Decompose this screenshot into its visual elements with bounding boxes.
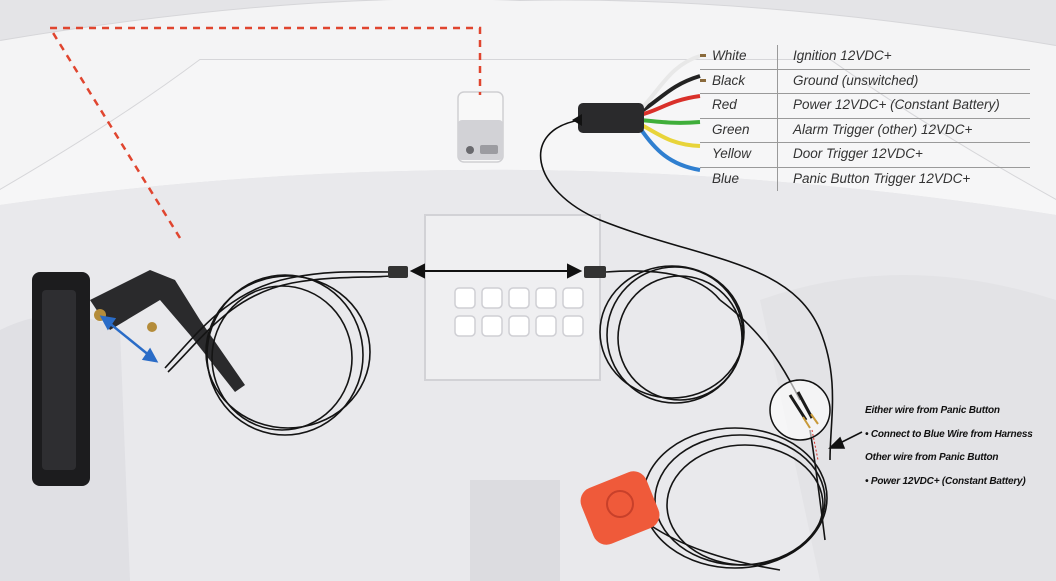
panic-note-line-1: Either wire from Panic Button [865,405,1000,416]
column-divider [777,167,778,191]
wire-ends-callout [769,379,831,461]
column-divider [777,143,778,167]
wire-row-white: White Ignition 12VDC+ [700,45,1030,70]
antenna-dashed-wire [47,26,482,239]
blue-double-arrow [99,315,159,363]
wire-function-label: Power 12VDC+ (Constant Battery) [793,97,1000,112]
harness-cable [539,119,834,461]
wire-function-label: Alarm Trigger (other) 12VDC+ [793,121,973,137]
wire-row-black: Black Ground (unswitched) [700,69,1030,94]
wire-row-blue: Blue Panic Button Trigger 12VDC+ [700,167,1030,191]
wire-color-label: White [712,48,747,63]
column-divider [777,94,778,118]
wire-function-label: Ignition 12VDC+ [793,48,892,63]
wiring-harness [578,54,701,172]
wire-color-label: Green [712,121,750,137]
harness-cable-arrowhead [572,114,582,126]
wire-row-green: Green Alarm Trigger (other) 12VDC+ [700,118,1030,143]
panic-button-cable-coil [642,427,828,571]
wire-function-label: Door Trigger 12VDC+ [793,146,923,161]
mirror-module [457,91,504,163]
column-divider [777,69,778,93]
wire-color-label: Blue [712,170,740,186]
wire-color-label: Red [712,97,737,112]
infotainment-icons [454,287,584,337]
left-connector [388,266,408,278]
column-divider [777,118,778,142]
left-cable-coil [164,270,393,436]
wire-function-label: Panic Button Trigger 12VDC+ [793,170,971,186]
column-divider [777,45,778,69]
panic-note-line-4: • Power 12VDC+ (Constant Battery) [865,476,1026,487]
panic-note-line-2: • Connect to Blue Wire from Harness [865,429,1033,440]
dash-device [32,270,245,486]
callout-arrow [828,431,863,449]
wire-row-yellow: Yellow Door Trigger 12VDC+ [700,143,1030,168]
right-connector [584,266,606,278]
wire-row-red: Red Power 12VDC+ (Constant Battery) [700,94,1030,119]
wire-swatch [700,78,706,82]
panic-note-line-3: Other wire from Panic Button [865,452,999,463]
wire-swatch [700,54,706,57]
panic-button [580,471,660,545]
connector-double-arrow [409,263,583,279]
wire-color-label: Black [712,72,746,88]
wire-function-label: Ground (unswitched) [793,72,919,88]
wire-color-label: Yellow [712,146,752,161]
wiring-legend-table: White Ignition 12VDC+ Black Ground (unsw… [700,45,1030,191]
